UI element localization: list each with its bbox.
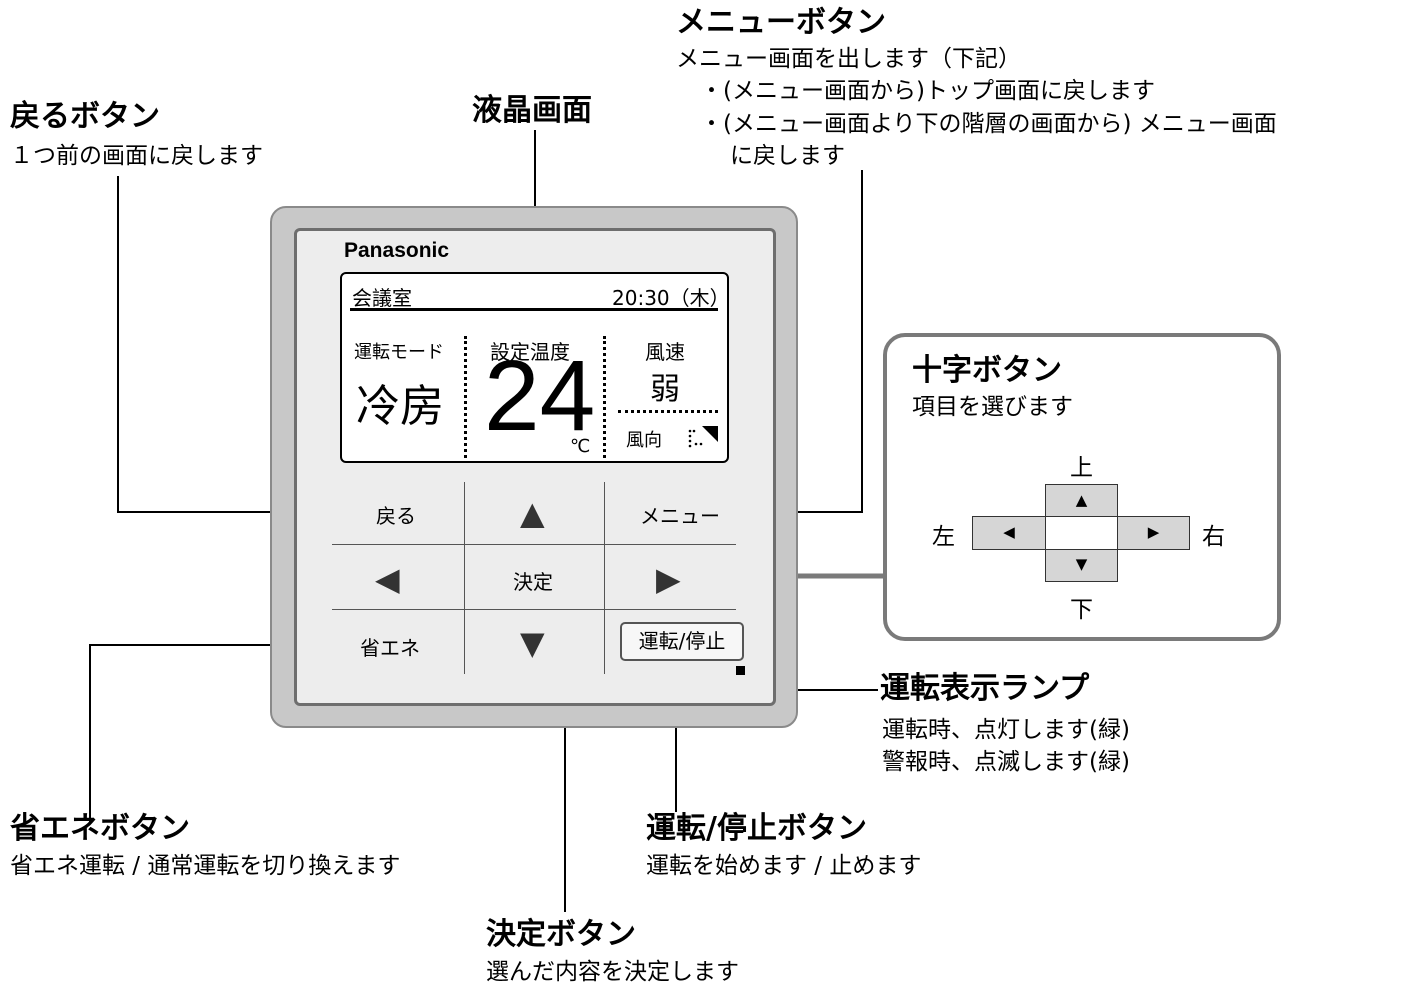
run-stop-button[interactable]: 運転/停止 [620,622,744,661]
eco-callout-title: 省エネボタン [10,811,190,846]
lcd-screen [340,272,729,463]
cross-down-label: 下 [1070,597,1093,623]
menu-callout-desc: メニュー画面を出します（下記） [676,46,1021,72]
lcd-mode-value: 冷房 [356,381,444,432]
lcd-temp-unit: ℃ [570,436,591,457]
button-grid-divider [604,482,605,674]
up-arrow-button[interactable]: ▲ [520,494,545,532]
button-grid-divider [332,544,736,545]
lcd-mode-label: 運転モード [354,342,444,363]
button-grid-divider [332,609,736,610]
cross-up-label: 上 [1070,455,1093,481]
operation-lamp [736,666,745,675]
eco-button[interactable]: 省エネ [360,636,420,660]
menu-callout-item1: ・(メニュー画面から)トップ画面に戻します [700,78,1155,104]
back-callout-desc: １つ前の画面に戻します [10,143,263,169]
runstop-callout-desc: 運転を始めます / 止めます [646,853,922,879]
cross-down-cell: ▼ [1045,548,1118,582]
button-grid-divider [464,482,465,674]
back-callout-title: 戻るボタン [10,99,160,134]
lcd-fan-rule [618,410,718,413]
eco-callout-desc: 省エネ運転 / 通常運転を切り換えます [10,853,401,879]
cross-up-cell: ▲ [1045,484,1118,518]
lcd-clock: 20:30（木） [612,286,730,310]
menu-callout-item2b: に戻します [730,143,845,169]
lcd-header-rule [350,308,718,311]
enter-callout-title: 決定ボタン [486,917,636,952]
cross-right-cell: ▶ [1117,516,1190,550]
menu-callout-title: メニューボタン [676,5,886,40]
down-arrow-button[interactable]: ▼ [520,624,545,662]
menu-callout-item2: ・(メニュー画面より下の階層の画面から) メニュー画面 [700,111,1277,137]
back-button[interactable]: 戻る [376,504,416,528]
lamp-callout-title: 運転表示ランプ [880,671,1090,706]
cross-callout-desc: 項目を選びます [912,394,1073,420]
menu-button[interactable]: メニュー [640,504,720,528]
lcd-temp-label: 設定温度 [490,340,570,364]
lcd-divider-1 [464,336,467,458]
enter-callout-desc: 選んだ内容を決定します [486,959,739,985]
brand-logo: Panasonic [344,239,450,262]
left-arrow-button[interactable]: ◀ [375,560,400,598]
right-arrow-button[interactable]: ▶ [656,560,681,598]
cross-left-cell: ◀ [972,516,1046,550]
lamp-callout-line1: 運転時、点灯します(緑) [882,717,1130,743]
lcd-divider-2 [603,336,606,458]
lcd-fan-value: 弱 [650,372,680,407]
lcd-room-name: 会議室 [352,286,412,310]
cross-callout-title: 十字ボタン [912,353,1062,388]
lcd-fan-label: 風速 [645,340,685,364]
enter-button[interactable]: 決定 [513,570,553,594]
cross-center-cell [1045,516,1118,550]
lcd-callout-title: 液晶画面 [472,93,592,128]
cross-right-label: 右 [1202,524,1225,550]
cross-left-label: 左 [932,524,955,550]
runstop-callout-title: 運転/停止ボタン [646,811,867,846]
lcd-temp-value: 24 [484,340,596,452]
louver-direction-icon [688,426,718,448]
lamp-callout-line2: 警報時、点滅します(緑) [882,749,1130,775]
eco-leader [89,644,352,822]
lcd-direction-label: 風向 [626,430,662,451]
